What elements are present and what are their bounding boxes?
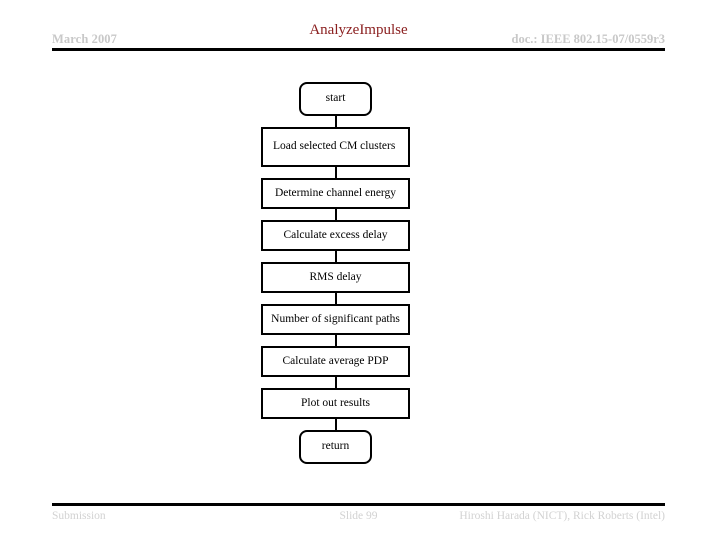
- slide-title: AnalyzeImpulse: [309, 22, 408, 38]
- flow-node-determine-channel-energy[interactable]: Determine channel energy: [261, 178, 410, 209]
- flow-connector-paths-pdp: [335, 335, 337, 346]
- header-date: March 2007: [52, 32, 117, 46]
- flow-node-calculate-excess-delay[interactable]: Calculate excess delay: [261, 220, 410, 251]
- header-document-id: doc.: IEEE 802.15-07/0559r3: [511, 32, 665, 46]
- flow-node-return[interactable]: return: [299, 430, 372, 464]
- footer-slide-number: Slide 99: [339, 510, 378, 522]
- header-divider: [52, 48, 665, 51]
- flow-node-load-clusters[interactable]: Load selected CM clusters: [261, 127, 410, 167]
- flow-node-plot-out-results[interactable]: Plot out results: [261, 388, 410, 419]
- footer-submission-label: Submission: [52, 510, 106, 522]
- flow-node-significant-paths[interactable]: Number of significant paths: [261, 304, 410, 335]
- flow-connector-load-energy: [335, 167, 337, 178]
- flow-node-calculate-average-pdp[interactable]: Calculate average PDP: [261, 346, 410, 377]
- slide-header: March 2007 AnalyzeImpulse doc.: IEEE 802…: [52, 22, 665, 50]
- flow-node-start[interactable]: start: [299, 82, 372, 116]
- flow-connector-energy-excess: [335, 209, 337, 220]
- flow-connector-plot-return: [335, 419, 337, 430]
- footer-authors: Hiroshi Harada (NICT), Rick Roberts (Int…: [459, 510, 665, 522]
- footer-divider: [52, 503, 665, 506]
- slide-footer: Submission Slide 99 Hiroshi Harada (NICT…: [52, 508, 665, 528]
- flow-connector-start-load: [335, 116, 337, 127]
- flow-connector-rms-paths: [335, 293, 337, 304]
- flow-connector-excess-rms: [335, 251, 337, 262]
- flow-connector-pdp-plot: [335, 377, 337, 388]
- flow-node-rms-delay[interactable]: RMS delay: [261, 262, 410, 293]
